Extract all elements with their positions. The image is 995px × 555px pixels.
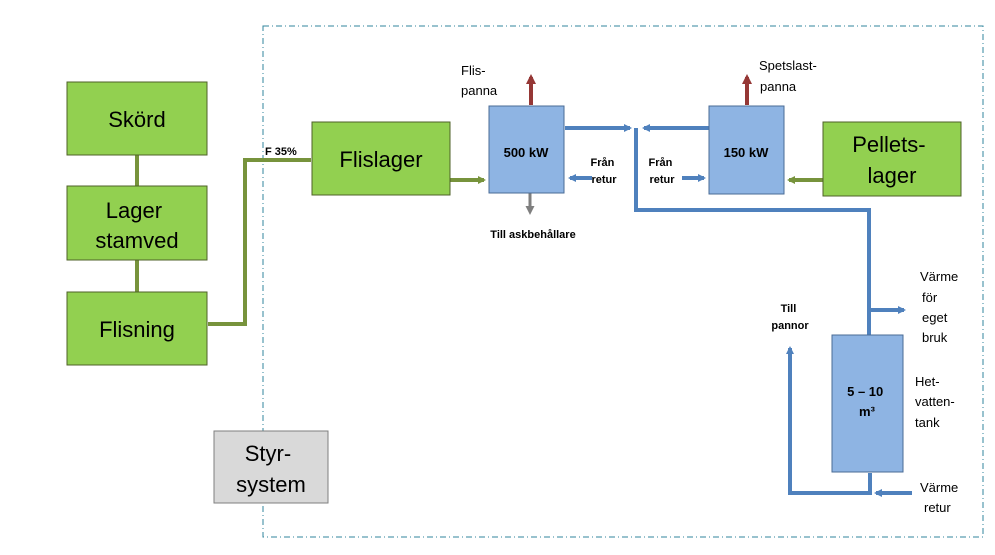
label-till-pannor: Till pannor bbox=[771, 303, 809, 332]
label-hetvattentank: Het- vatten- tank bbox=[915, 374, 958, 430]
box-boiler-500kw-label: 500 kW bbox=[504, 145, 550, 160]
label-fran-retur-150: Från retur bbox=[649, 157, 676, 186]
box-skord-label: Skörd bbox=[108, 107, 165, 132]
label-fran-retur-500: Från retur bbox=[591, 157, 618, 186]
pipe-main-supply bbox=[634, 128, 871, 335]
box-styrsystem-line-1: Styr- bbox=[245, 441, 291, 466]
connector-flisning-flislager bbox=[208, 158, 311, 326]
box-pelletslager-line-2: lager bbox=[868, 163, 917, 188]
label-till-pannor-line-2: pannor bbox=[771, 320, 809, 332]
box-styrsystem: Styr- system bbox=[213, 430, 329, 504]
box-pelletslager-line-1: Pellets- bbox=[852, 132, 925, 157]
label-varme-eget-bruk-line-3: eget bbox=[922, 310, 948, 325]
box-lager-stamved-label: Lager stamved bbox=[95, 198, 178, 253]
box-tank-label: 5 – 10 m³ bbox=[847, 384, 887, 419]
label-varme-eget-bruk-line-4: bruk bbox=[922, 330, 948, 345]
box-boiler-150kw: 150 kW bbox=[708, 105, 785, 195]
box-styrsystem-label: Styr- system bbox=[236, 441, 306, 497]
box-flislager: Flislager bbox=[311, 121, 451, 196]
label-spetslastpanna: Spetslast- panna bbox=[759, 58, 820, 94]
label-varme-eget-bruk-line-1: Värme bbox=[920, 269, 958, 284]
label-fran-retur-150-line-2: retur bbox=[649, 174, 675, 186]
label-varme-retur-line-1: Värme bbox=[920, 480, 958, 495]
label-varme-eget-bruk: Värme för eget bruk bbox=[920, 269, 962, 345]
box-boiler-500kw-line-1: 500 kW bbox=[504, 145, 550, 160]
label-spetslastpanna-line-2: panna bbox=[760, 79, 797, 94]
box-pelletslager: Pellets- lager bbox=[822, 121, 962, 197]
label-hetvattentank-line-2: vatten- bbox=[915, 394, 955, 409]
box-pelletslager-label: Pellets- lager bbox=[852, 132, 931, 188]
box-flislager-label: Flislager bbox=[339, 147, 422, 172]
box-tank-line-2: m³ bbox=[859, 404, 876, 419]
label-fran-retur-150-line-1: Från bbox=[649, 157, 673, 169]
label-till-askbehallare-line-1: Till askbehållare bbox=[490, 229, 575, 241]
box-flisning-label: Flisning bbox=[99, 317, 175, 342]
label-f35-line-1: F 35% bbox=[265, 146, 297, 158]
system-boundary bbox=[262, 25, 984, 538]
label-f35: F 35% bbox=[265, 146, 297, 158]
box-tank-line-1: 5 – 10 bbox=[847, 384, 883, 399]
box-lager-stamved-line-2: stamved bbox=[95, 228, 178, 253]
box-lager-stamved: Lager stamved bbox=[66, 185, 208, 261]
box-skord: Skörd bbox=[66, 81, 208, 156]
box-flisning: Flisning bbox=[66, 291, 208, 366]
label-fran-retur-500-line-2: retur bbox=[591, 174, 617, 186]
label-hetvattentank-line-3: tank bbox=[915, 415, 940, 430]
label-spetslastpanna-line-1: Spetslast- bbox=[759, 58, 817, 73]
box-lager-stamved-line-1: Lager bbox=[106, 198, 162, 223]
label-flispanna-line-2: panna bbox=[461, 83, 498, 98]
label-flispanna-line-1: Flis- bbox=[461, 63, 486, 78]
label-fran-retur-500-line-1: Från bbox=[591, 157, 615, 169]
label-varme-retur-line-2: retur bbox=[924, 500, 951, 515]
label-till-pannor-line-1: Till bbox=[781, 303, 797, 315]
label-hetvattentank-line-1: Het- bbox=[915, 374, 940, 389]
label-varme-retur: Värme retur bbox=[920, 480, 962, 515]
box-flislager-line-1: Flislager bbox=[339, 147, 422, 172]
pipe-tank-to-pannor bbox=[786, 346, 872, 495]
box-styrsystem-line-2: system bbox=[236, 472, 306, 497]
label-flispanna: Flis- panna bbox=[461, 63, 498, 98]
box-boiler-500kw: 500 kW bbox=[488, 105, 565, 194]
box-skord-line-1: Skörd bbox=[108, 107, 165, 132]
label-till-askbehallare: Till askbehållare bbox=[490, 229, 575, 241]
box-flisning-line-1: Flisning bbox=[99, 317, 175, 342]
box-boiler-150kw-line-1: 150 kW bbox=[724, 145, 770, 160]
label-varme-eget-bruk-line-2: för bbox=[922, 290, 938, 305]
box-boiler-150kw-label: 150 kW bbox=[724, 145, 770, 160]
box-hot-water-tank: 5 – 10 m³ bbox=[831, 334, 904, 473]
